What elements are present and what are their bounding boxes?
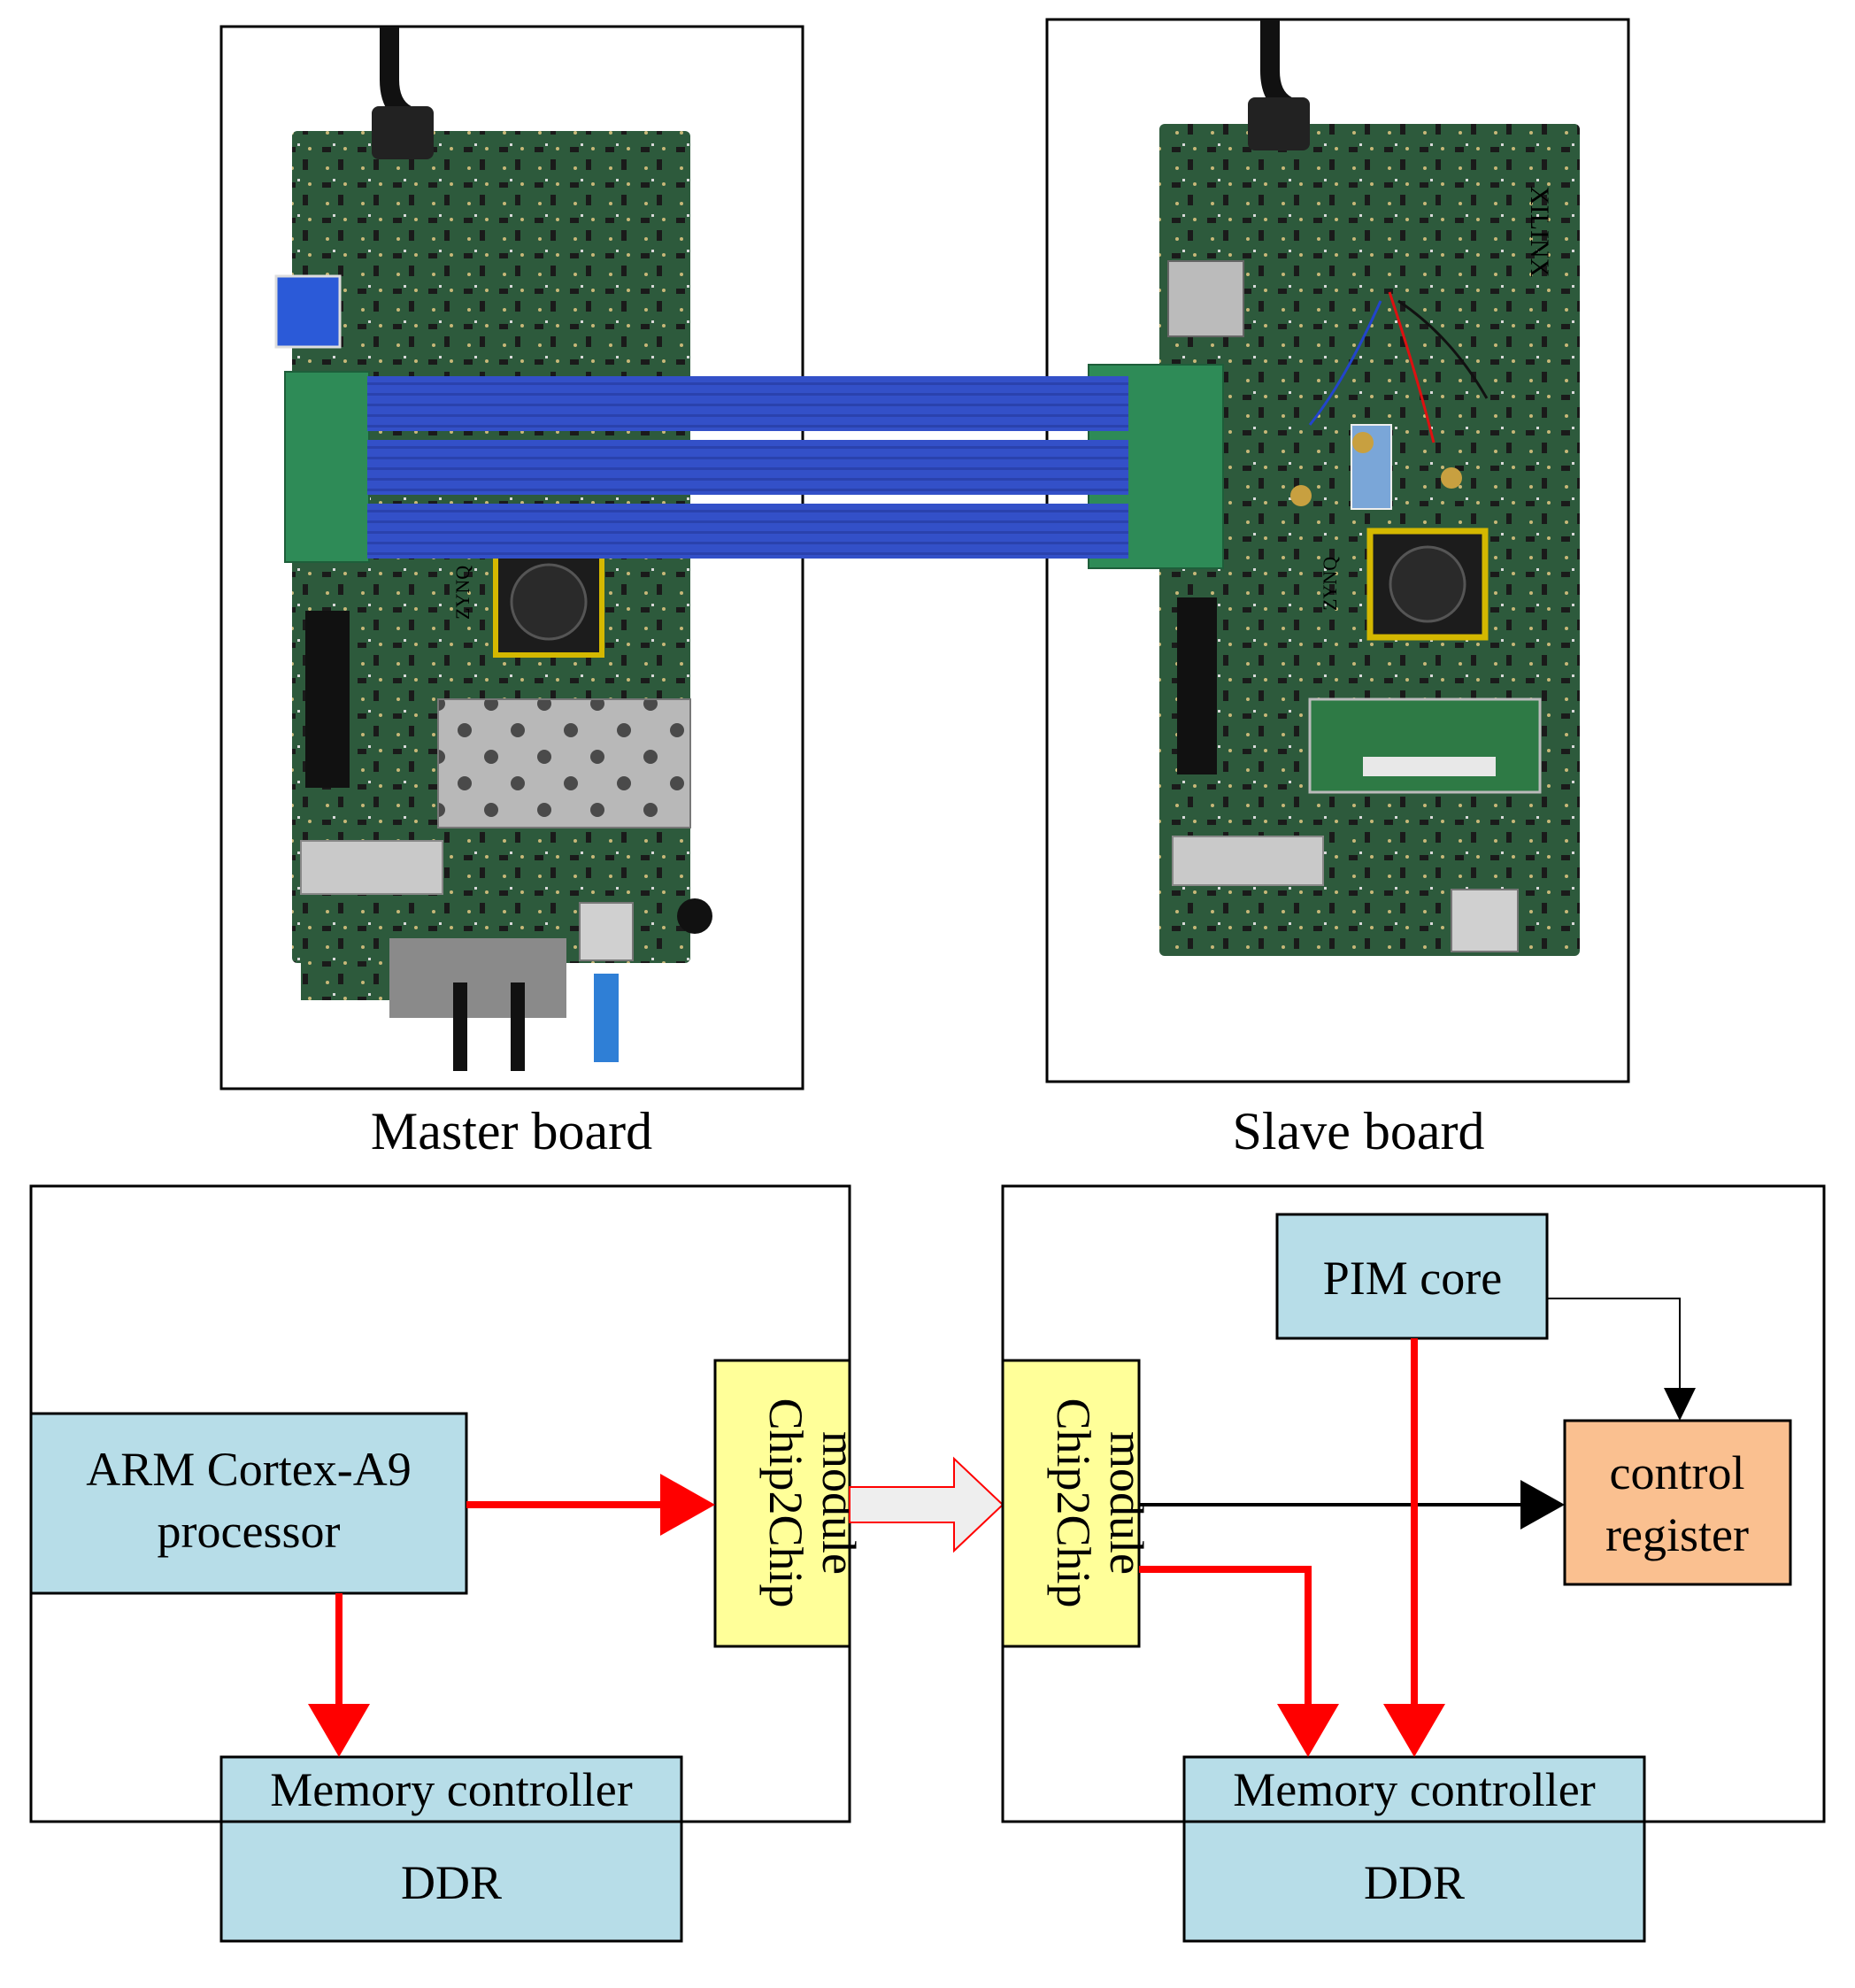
control-register-label: control [1610, 1446, 1745, 1499]
control-register-block [1563, 1419, 1792, 1586]
slave-zynq-label: ZYNQ [1319, 557, 1341, 611]
slave-ethernet-port [1451, 889, 1519, 952]
slave-chip2chip-label: Chip2Chip [1047, 1398, 1100, 1607]
slave-ddr-block [1182, 1820, 1646, 1943]
master-ethernet-port [579, 902, 634, 961]
slave-memory-controller-label: Memory controller [1233, 1763, 1595, 1816]
slave-board-pcb: ZYNQ XILINX [1159, 19, 1580, 956]
pim-core-block [1275, 1213, 1549, 1340]
chip2chip-ribbon-bridge [284, 364, 1224, 569]
master-ddr-label: DDR [401, 1856, 502, 1909]
arm-processor-block [29, 1412, 468, 1595]
block-diagram: ARM Cortex-A9 processor Chip2Chip module… [29, 1184, 1826, 1943]
ribbon-cable-3 [367, 504, 1128, 559]
master-ddr-block [219, 1820, 683, 1943]
ribbon-cable-2 [367, 440, 1128, 495]
master-sd-card [274, 274, 342, 349]
arm-processor-label-line2: processor [158, 1505, 341, 1558]
slave-sfp-port [1172, 836, 1324, 886]
arm-processor-label: ARM Cortex-A9 [86, 1443, 411, 1496]
slave-xilinx-label: XILINX [1525, 186, 1554, 278]
slave-board-caption: Slave board [1233, 1102, 1485, 1160]
slave-fmc-connector [1177, 597, 1217, 774]
slave-chip2chip-block [1001, 1359, 1141, 1648]
master-sfp-port [300, 840, 443, 895]
slave-sd-card [1167, 260, 1244, 337]
chip2chip-link-arrow [849, 1456, 1004, 1553]
pim-core-label: PIM core [1323, 1252, 1502, 1305]
chip2chip-to-memory-controller-arrow [1139, 1566, 1312, 1713]
slave-dip-switch [1351, 424, 1392, 510]
slave-ddr-module [1308, 697, 1542, 794]
pim-to-control-register-arrow [1547, 1298, 1681, 1391]
master-fmc-connector [305, 611, 350, 788]
master-board-caption: Master board [371, 1102, 652, 1160]
master-heatsink [437, 698, 691, 828]
master-zynq-label: ZYNQ [451, 566, 473, 620]
master-adapter-card [284, 371, 370, 563]
control-register-label-line2: register [1605, 1508, 1749, 1561]
master-chip2chip-block [713, 1359, 851, 1648]
master-chip2chip-label: Chip2Chip [759, 1398, 812, 1607]
photo-panel: ZYNQ ZYNQ [219, 18, 1630, 1160]
slave-ddr-label: DDR [1364, 1856, 1465, 1909]
master-memory-controller-label: Memory controller [270, 1763, 632, 1816]
ribbon-cable-1 [367, 376, 1128, 431]
